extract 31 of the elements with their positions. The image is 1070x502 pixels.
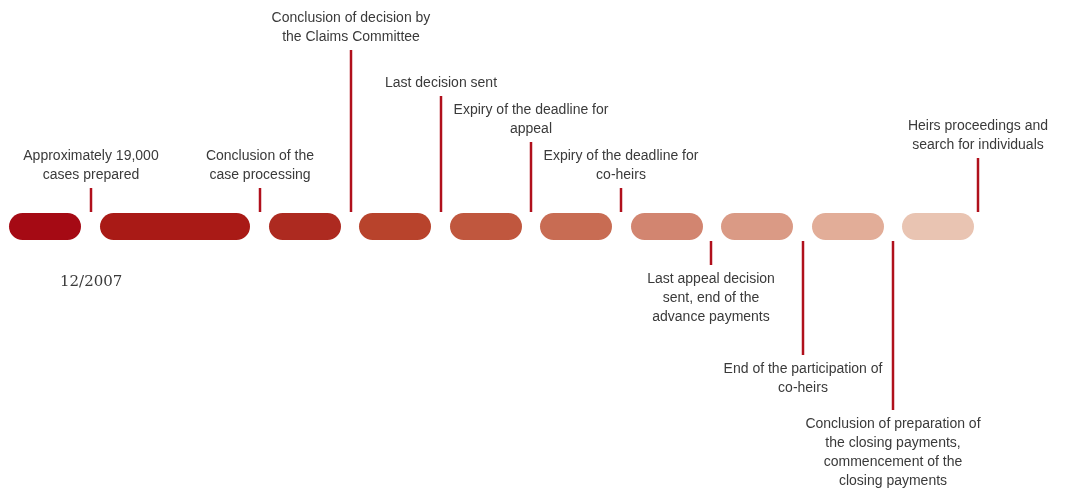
timeline-bar [540, 213, 612, 240]
milestone-label: Approximately 19,000 cases prepared [22, 146, 160, 184]
milestone-label: Expiry of the deadline for co-heirs [542, 146, 700, 184]
milestone-label: Last appeal decision sent, end of the advance payments [646, 269, 776, 326]
milestone-label: End of the participation of co-heirs [722, 359, 884, 397]
milestone-label: Last decision sent [384, 73, 498, 92]
timeline-bar [100, 213, 250, 240]
leader-line [709, 241, 713, 265]
milestone-label: Conclusion of preparation of the closing payments, commencement of the closing payments [804, 414, 982, 490]
leader-line [439, 96, 443, 212]
timeline-bar [812, 213, 884, 240]
date-label: 12/2007 [60, 271, 123, 292]
timeline-bar [359, 213, 431, 240]
milestone-label: Conclusion of the case processing [204, 146, 316, 184]
milestone-label: Conclusion of decision by the Claims Committee [270, 8, 432, 46]
milestone-label: Heirs proceedings and search for individuals [906, 116, 1050, 154]
leader-line [619, 188, 623, 212]
timeline-bar [450, 213, 522, 240]
leader-line [349, 50, 353, 212]
timeline-bar [721, 213, 793, 240]
leader-line [801, 241, 805, 355]
leader-line [89, 188, 93, 212]
leader-line [891, 241, 895, 410]
leader-line [529, 142, 533, 212]
timeline-bar [9, 213, 81, 240]
leader-line [258, 188, 262, 212]
timeline-bar [631, 213, 703, 240]
timeline-bar [902, 213, 974, 240]
milestone-label: Expiry of the deadline for appeal [452, 100, 610, 138]
timeline-bar [269, 213, 341, 240]
leader-line [976, 158, 980, 212]
